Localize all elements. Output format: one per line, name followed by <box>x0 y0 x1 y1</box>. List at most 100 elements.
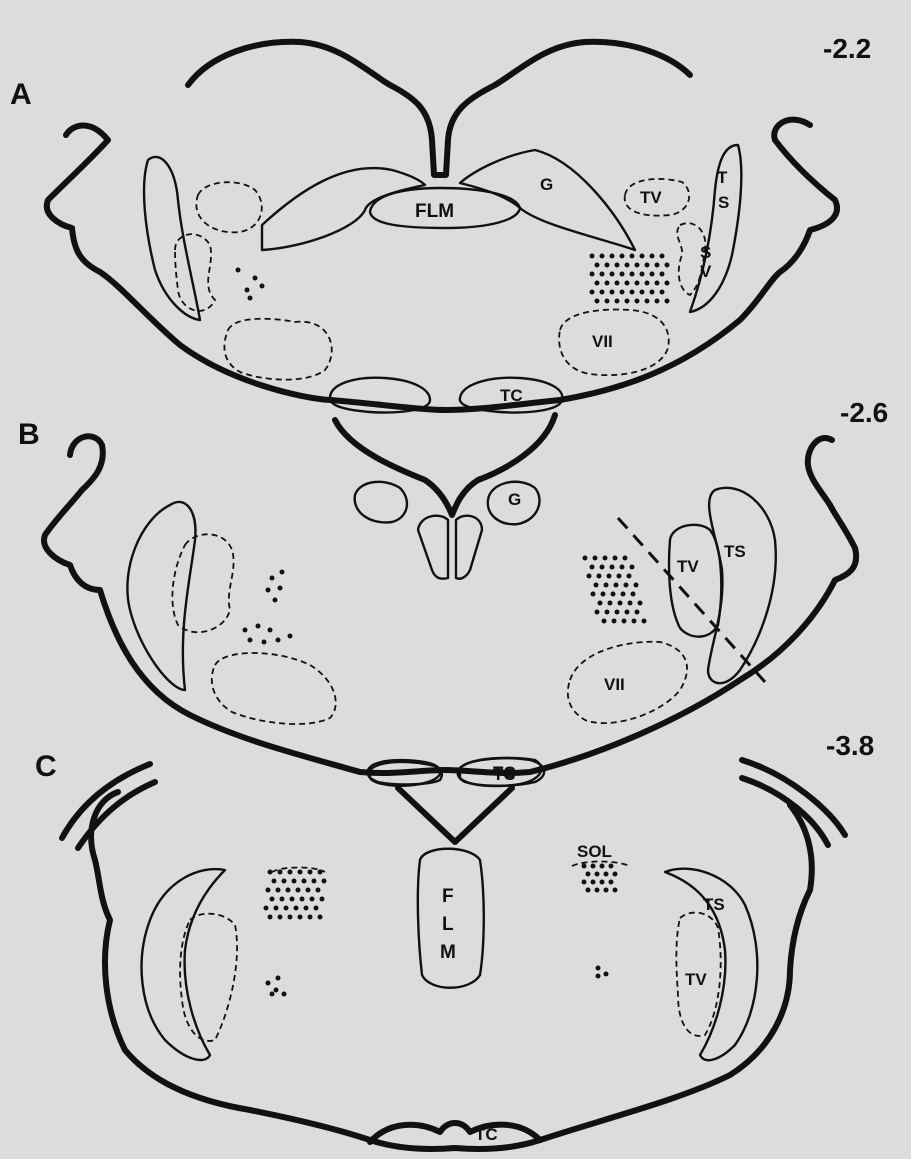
panel-c-midline-diamond <box>398 788 512 842</box>
stipple-dot <box>595 872 600 877</box>
panel-c: C -3.8 TC F L M TS TV SOL <box>35 730 874 1149</box>
stipple-dot <box>609 864 614 869</box>
panel-b-g-label: G <box>508 490 521 509</box>
panel-b-ts-left-outline <box>127 502 195 690</box>
panel-c-ts-left-outline <box>142 869 225 1060</box>
panel-a-sv-v-label: V <box>700 262 712 281</box>
panel-a: A -2.2 FLM G T S TV S V VII TC <box>10 33 871 413</box>
stipple-dot <box>622 619 627 624</box>
panel-a-dashed-nucleus-ul <box>196 182 261 232</box>
stipple-dot <box>617 574 622 579</box>
stipple-dot <box>320 897 325 902</box>
stipple-dot <box>642 619 647 624</box>
stipple-dot <box>294 906 299 911</box>
stipple-dot <box>276 888 281 893</box>
panel-b-tv-outline <box>669 525 721 637</box>
panel-a-dashed-nucleus-ll <box>224 319 331 380</box>
stipple-dot <box>288 870 293 875</box>
stipple-dot <box>600 864 605 869</box>
stipple-dot <box>308 915 313 920</box>
stipple-dot <box>593 556 598 561</box>
stipple-dot <box>278 870 283 875</box>
panel-a-ts-s-label: S <box>718 193 729 212</box>
panel-c-flm-f-label: F <box>442 886 454 907</box>
stipple-dot <box>605 281 610 286</box>
stipple-dot <box>623 556 628 561</box>
stipple-dot <box>318 870 323 875</box>
stipple-dot <box>308 870 313 875</box>
stipple-dot <box>590 565 595 570</box>
panel-b-dots-right <box>583 556 647 624</box>
stipple-dot <box>618 601 623 606</box>
panel-c-sol-label: SOL <box>577 842 612 861</box>
stipple-dot <box>635 299 640 304</box>
stipple-dot <box>306 888 311 893</box>
stipple-dot <box>645 263 650 268</box>
stipple-dot <box>665 281 670 286</box>
stipple-dot <box>288 915 293 920</box>
panel-c-letter: C <box>35 750 57 783</box>
stipple-dot <box>665 299 670 304</box>
stipple-dot <box>632 619 637 624</box>
stipple-dot <box>582 864 587 869</box>
stipple-dot <box>630 565 635 570</box>
panel-c-dots-left <box>264 870 327 920</box>
stipple-dot <box>292 879 297 884</box>
stipple-dot <box>586 888 591 893</box>
stipple-dot <box>290 897 295 902</box>
stipple-dot <box>322 879 327 884</box>
panel-b-ts-label: TS <box>724 542 746 561</box>
stipple-dot <box>605 299 610 304</box>
stipple-dot <box>610 290 615 295</box>
stipple-dot <box>615 263 620 268</box>
panel-b-tv-label: TV <box>677 557 699 576</box>
panel-a-letter: A <box>10 78 32 111</box>
stipple-dot <box>608 601 613 606</box>
stipple-dot <box>298 915 303 920</box>
panel-c-dots-small-right <box>596 966 609 979</box>
stipple-dot <box>613 872 618 877</box>
stipple-dot <box>280 897 285 902</box>
panel-a-tv-label: TV <box>640 188 662 207</box>
stipple-dot <box>582 880 587 885</box>
stipple-dot <box>604 583 609 588</box>
panel-c-flm-l-label: L <box>442 914 454 935</box>
stipple-dot <box>655 263 660 268</box>
stipple-dot <box>624 583 629 588</box>
stipple-dot <box>595 299 600 304</box>
stipple-dot <box>268 915 273 920</box>
panel-c-ts-label: TS <box>703 895 725 914</box>
stipple-dot <box>625 610 630 615</box>
panel-c-bottom-tc-notch <box>370 1123 540 1142</box>
stipple-dot <box>609 880 614 885</box>
stipple-dot <box>627 574 632 579</box>
stipple-dot <box>595 610 600 615</box>
stipple-dot <box>635 281 640 286</box>
stipple-dot <box>298 870 303 875</box>
panel-a-flm-label: FLM <box>415 201 454 222</box>
stipple-dot <box>613 888 618 893</box>
panel-b-level: -2.6 <box>840 397 888 428</box>
stipple-dot <box>274 906 279 911</box>
stipple-dot <box>612 619 617 624</box>
stipple-dot <box>621 592 626 597</box>
stipple-dot <box>286 888 291 893</box>
stipple-dot <box>650 254 655 259</box>
panel-b-letter: B <box>18 418 40 451</box>
stipple-dot <box>660 272 665 277</box>
stipple-dot <box>631 592 636 597</box>
panel-b-outer-outline <box>44 436 856 773</box>
stipple-dot <box>638 601 643 606</box>
stipple-dot <box>655 281 660 286</box>
stipple-dot <box>591 880 596 885</box>
stipple-dot <box>610 272 615 277</box>
panel-a-dots-right <box>590 254 670 304</box>
stipple-dot <box>620 272 625 277</box>
stipple-dot <box>591 864 596 869</box>
panel-a-g-right-outline <box>460 150 635 250</box>
stipple-dot <box>266 888 271 893</box>
stipple-dot <box>604 888 609 893</box>
stipple-dot <box>611 592 616 597</box>
stipple-dot <box>640 254 645 259</box>
stipple-dot <box>597 574 602 579</box>
